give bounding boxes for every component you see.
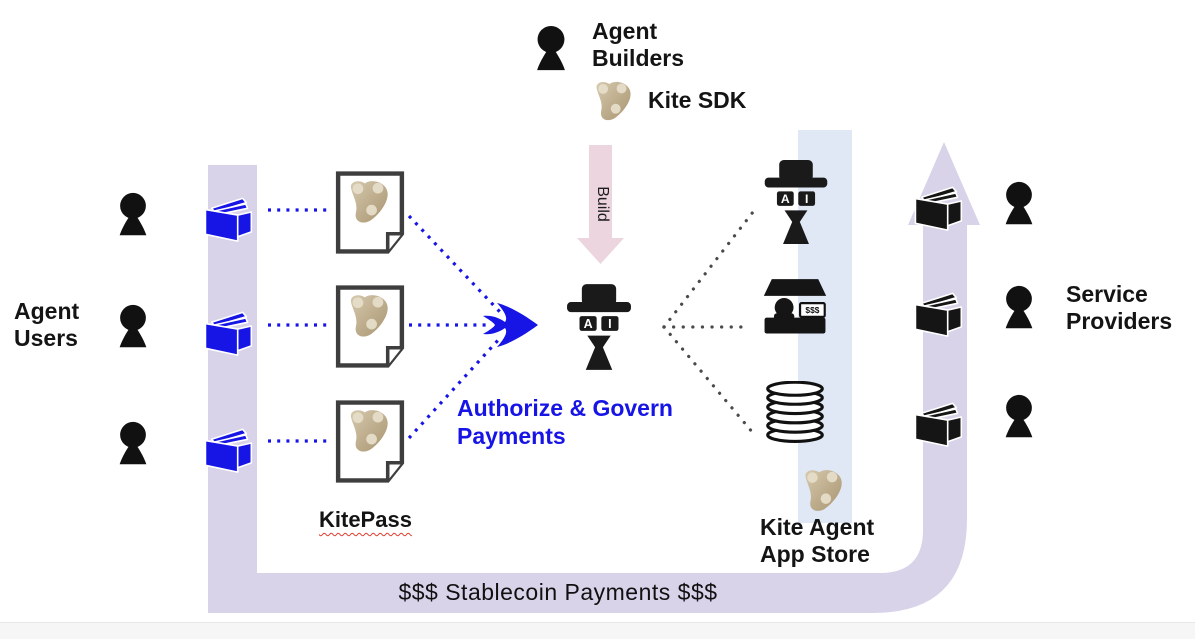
agent-user-icon: [119, 304, 147, 348]
provider-wallet-icon: [914, 292, 963, 338]
build-arrow: [577, 145, 624, 264]
kitepass-label: KitePass: [319, 507, 412, 532]
ai-agent-icon: [567, 284, 631, 370]
kite-sdk-label: Kite SDK: [648, 87, 747, 113]
database-icon: [766, 381, 824, 443]
kite-sdk-icon: [596, 81, 631, 121]
app-store-agent-icon: [764, 160, 828, 244]
kitepass-connectors: [268, 208, 502, 443]
merchant-kiosk-icon: [762, 278, 828, 335]
service-provider-icon: [1005, 181, 1033, 225]
provider-wallet-icon: [914, 402, 963, 448]
stablecoin-payments-label: $$$ Stablecoin Payments $$$: [398, 579, 718, 605]
user-wallet-icon: [204, 311, 253, 357]
bottom-edge-strip: [0, 622, 1195, 639]
kitepass-document-icon: [334, 284, 406, 369]
agent-user-icon: [119, 421, 147, 465]
user-wallet-icon: [204, 197, 253, 243]
service-provider-icon: [1005, 394, 1033, 438]
kite-logo-icon: [805, 470, 842, 511]
agent-user-icon: [119, 192, 147, 236]
kitepass-document-icon: [334, 170, 406, 255]
kitepass-document-icon: [334, 399, 406, 484]
agent-builder-person-icon: [537, 25, 565, 71]
user-wallet-icon: [204, 428, 253, 474]
build-label: Build: [594, 186, 611, 222]
provider-wallet-icon: [914, 186, 963, 232]
authorize-arrowhead: [483, 303, 538, 347]
app-store-connectors: [662, 210, 755, 435]
service-provider-icon: [1005, 285, 1033, 329]
